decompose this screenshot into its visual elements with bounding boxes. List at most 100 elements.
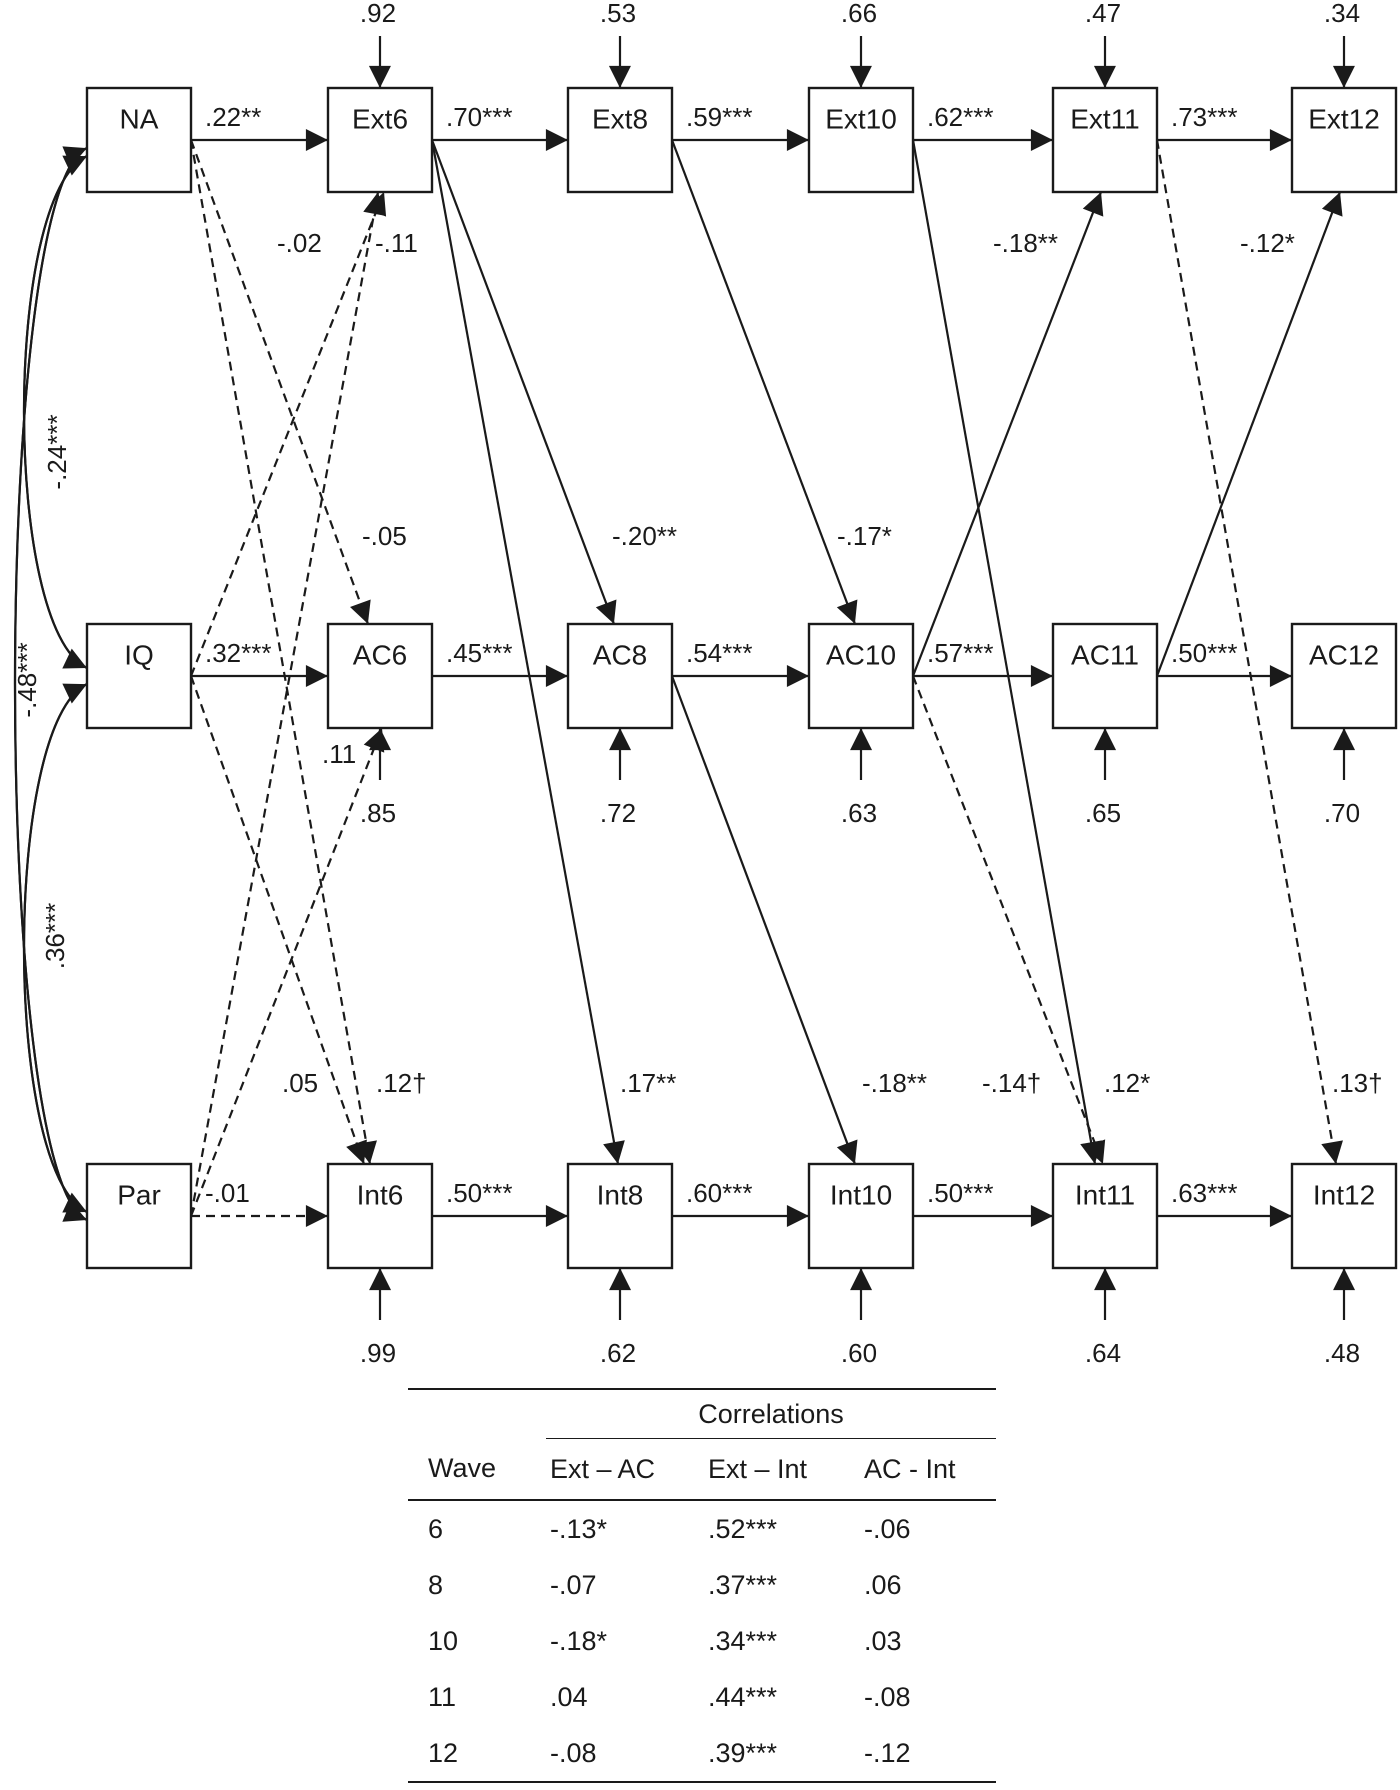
correlation-curve-iq-par-reverse <box>22 683 88 1213</box>
path-ac8-int10 <box>670 675 858 1165</box>
residual-ac10: .63 <box>841 798 877 828</box>
ac-int-cell: -.06 <box>864 1513 911 1544</box>
coef-par-ext6: -.11 <box>375 228 418 258</box>
table-row: 11 .04 .44*** -.08 <box>408 1669 996 1725</box>
coef-ext8-ext10: .59*** <box>686 102 753 132</box>
node-na-box <box>85 86 193 194</box>
residual-int6: .99 <box>360 1338 396 1368</box>
residual-ext6: .92 <box>360 0 396 28</box>
coef-int6-int8: .50*** <box>446 1178 513 1208</box>
path-ac10-ext11 <box>911 191 1104 677</box>
coef-ext6-ext8: .70*** <box>446 102 513 132</box>
coef-ext10-ext11: .62*** <box>927 102 994 132</box>
coef-ac8-ac10: .54*** <box>686 638 753 668</box>
path-ac11-ext12 <box>1155 191 1343 677</box>
ext-ac-cell: -.07 <box>550 1569 597 1600</box>
node-ext6-label: Ext6 <box>352 104 408 135</box>
node-int10-label: Int10 <box>830 1180 892 1211</box>
wave-cell: 12 <box>428 1737 459 1768</box>
residual-int11: .64 <box>1085 1338 1121 1368</box>
coef-ac8-int10: -.18** <box>862 1068 927 1098</box>
ac-int-cell: -.08 <box>864 1681 911 1712</box>
correlations-title: Correlations <box>698 1398 844 1429</box>
coef-ac11-ext12: -.12* <box>1240 228 1295 258</box>
ext-int-cell: .44*** <box>708 1681 778 1712</box>
column-header-wave: Wave <box>428 1453 497 1484</box>
path-iq-ext6 <box>189 191 387 677</box>
node-ac11-label: AC11 <box>1071 640 1139 671</box>
path-ext10-int11 <box>911 139 1102 1165</box>
ext-int-cell: .39*** <box>708 1737 778 1768</box>
residual-ext11: .47 <box>1085 0 1121 28</box>
path-arrows <box>13 36 1356 1320</box>
ext-ac-cell: -.18* <box>550 1625 608 1656</box>
coefficient-labels: .22**.70***.59***.62***.73***.32***.45**… <box>12 0 1383 1368</box>
node-ext10-label: Ext10 <box>825 104 897 135</box>
node-iq-label: IQ <box>124 640 154 671</box>
ext-ac-cell: -.08 <box>550 1737 597 1768</box>
coef-ext6-ac8: -.20** <box>612 521 677 551</box>
correlation-curve-na-par-reverse <box>13 146 88 1222</box>
coef-ac10-ac11: .57*** <box>927 638 994 668</box>
coef-par-ac6: .11 <box>322 739 356 769</box>
table-row: 8 -.07 .37*** .06 <box>408 1557 996 1613</box>
residual-ac12: .70 <box>1324 798 1360 828</box>
table-row: 12 -.08 .39*** -.12 <box>408 1725 996 1782</box>
path-ext6-ac8 <box>430 139 617 625</box>
coef-int10-int11: .50*** <box>927 1178 994 1208</box>
coef-ac6-ac8: .45*** <box>446 638 513 668</box>
node-ac10-label: AC10 <box>826 640 896 671</box>
coef-par-int6: -.01 <box>205 1178 250 1208</box>
path-ext8-ac10 <box>670 139 858 625</box>
node-ext12-box <box>1290 86 1398 194</box>
node-ext12-label: Ext12 <box>1308 104 1380 135</box>
residual-ac6: .85 <box>360 798 396 828</box>
node-par-label: Par <box>117 1180 161 1211</box>
node-int11-box <box>1051 1162 1159 1270</box>
node-int8-box <box>566 1162 674 1270</box>
column-header-ext-ac: Ext – AC <box>546 1438 708 1500</box>
coef-ext11-ext12: .73*** <box>1171 102 1238 132</box>
node-ac6-box <box>326 622 434 730</box>
node-ac8-box <box>566 622 674 730</box>
wave-cell: 8 <box>428 1569 444 1600</box>
column-header-ac-int: AC - Int <box>864 1438 996 1500</box>
correlation-curve-na-iq-reverse <box>23 155 88 669</box>
coef-ac10-int11: -.14† <box>982 1068 1041 1098</box>
node-ac11-box <box>1051 622 1159 730</box>
coef-ac10-ext11: -.18** <box>993 228 1058 258</box>
correlations-table: Correlations Wave Ext – AC Ext – Int AC … <box>408 1388 996 1789</box>
path-par-ac6 <box>189 727 385 1217</box>
node-na-label: NA <box>120 104 159 135</box>
node-int6-box <box>326 1162 434 1270</box>
residual-int12: .48 <box>1324 1338 1360 1368</box>
table-row: 6 -.13* .52*** -.06 <box>408 1501 996 1557</box>
path-na-ac6 <box>189 139 371 625</box>
node-int12-box <box>1290 1162 1398 1270</box>
node-ext10-box <box>807 86 915 194</box>
ext-ac-cell: -.13* <box>550 1513 608 1544</box>
node-ext6-box <box>326 86 434 194</box>
wave-cell: 11 <box>428 1681 457 1712</box>
coef-na-int6: .12† <box>376 1068 427 1098</box>
coef-ext8-ac10: -.17* <box>837 521 892 551</box>
ext-int-cell: .52*** <box>708 1513 778 1544</box>
correlation-curve-na-iq <box>23 155 88 669</box>
node-int8-label: Int8 <box>597 1180 644 1211</box>
node-ext11-label: Ext11 <box>1070 104 1140 135</box>
coef-ext10-int11: .12* <box>1104 1068 1150 1098</box>
residual-int10: .60 <box>841 1338 877 1368</box>
ac-int-cell: .06 <box>864 1569 902 1600</box>
residual-ext10: .66 <box>841 0 877 28</box>
ext-int-cell: .34*** <box>708 1625 778 1656</box>
node-int11-label: Int11 <box>1075 1180 1135 1211</box>
node-ac12-box <box>1290 622 1398 730</box>
path-iq-int6 <box>189 675 367 1165</box>
node-ext11-box <box>1051 86 1159 194</box>
column-header-ext-int: Ext – Int <box>708 1438 864 1500</box>
coef-iq-ext6: -.02 <box>277 228 322 258</box>
residual-ext12: .34 <box>1324 0 1360 28</box>
path-ext6-int8 <box>430 139 625 1165</box>
